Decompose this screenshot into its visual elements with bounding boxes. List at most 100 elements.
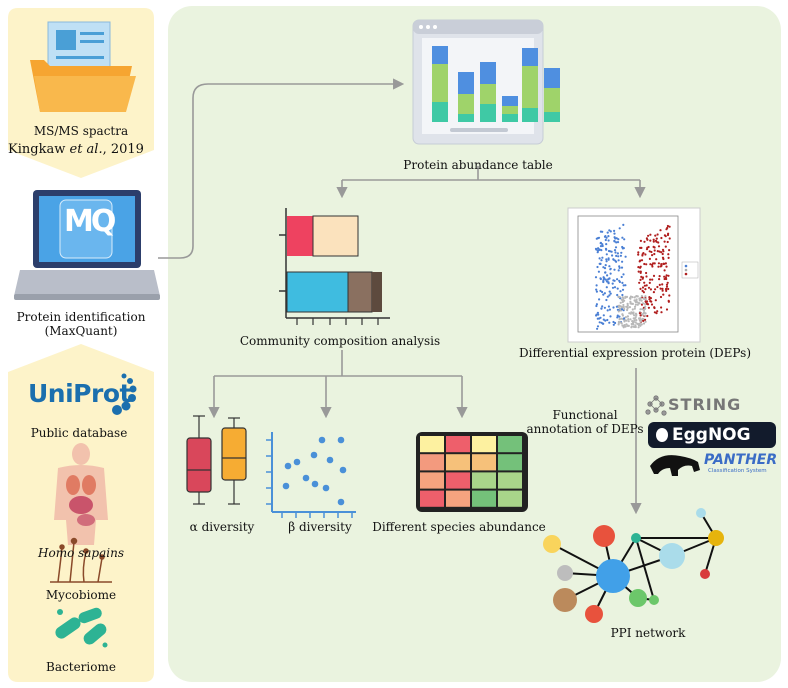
volcano-dot [637,270,640,273]
volcano-dot [634,324,637,327]
volcano-dot [661,287,664,290]
ppi-node [708,530,724,546]
volcano-dot [603,306,607,309]
volcano-dot [644,253,647,256]
volcano-dot [665,308,669,311]
volcano-dot [634,303,638,306]
volcano-dot [639,297,642,300]
volcano-dot [603,267,607,270]
volcano-dot [605,248,608,251]
volcano-dot [621,308,624,311]
heatmap-cell [498,436,522,453]
volcano-dot [607,305,611,308]
volcano-dot [636,303,639,306]
volcano-dot [657,262,661,265]
volcano-dot [667,287,670,291]
volcano-dot [612,258,615,261]
volcano-dot [607,258,610,261]
abund-bar-seg [480,104,496,122]
volcano-dot [629,295,633,298]
citation-author: Kingkaw [8,142,70,157]
volcano-dot [639,259,642,262]
volcano-dot [666,281,669,284]
heatmap-cell [472,472,496,489]
volcano-dot [635,313,638,316]
volcano-dot [645,275,648,278]
volcano-dot [612,279,615,282]
volcano-dot [603,277,606,280]
volcano-dot [665,265,668,268]
volcano-dot [617,269,620,272]
public-database-label: Public database [30,426,128,440]
volcano-dot [620,322,623,325]
volcano-dot [647,286,651,289]
volcano-dot [639,319,642,322]
volcano-dot [594,276,598,279]
volcano-dot [646,314,649,318]
volcano-dot [652,238,655,241]
volcano-dot [667,256,670,259]
volcano-dot [599,262,602,265]
volcano-dot [641,302,645,305]
ppi-node [557,565,573,581]
volcano-dot [654,288,657,291]
volcano-dot [633,296,636,299]
volcano-dot [597,313,600,316]
volcano-dot [634,316,637,319]
volcano-dot [606,295,609,298]
volcano-dot [616,314,619,317]
volcano-dot [667,274,670,277]
volcano-dot [623,307,626,311]
volcano-dot [618,307,622,310]
volcano-dot [599,289,602,292]
heatmap-cell [420,454,444,471]
heatmap-cell [498,490,522,507]
volcano-dot [601,243,604,246]
volcano-dot [641,253,644,256]
volcano-dot [645,263,648,266]
volcano-dot [663,275,666,278]
citation: Kingkaw et al., 2019 [8,143,144,157]
volcano-dot [630,311,633,314]
abund-bar-seg [522,108,538,122]
volcano-dot [639,287,642,290]
volcano-dot [617,238,620,241]
volcano-dot [618,295,621,299]
ppi-node [553,588,577,612]
volcano-dot [644,305,647,308]
volcano-dot [658,250,661,253]
ppi-node [696,508,706,518]
volcano-dot [658,278,661,281]
species-abundance-label: Different species abundance [372,520,546,534]
volcano-dot [646,246,649,249]
heatmap-cell [498,454,522,471]
volcano-dot [650,300,653,303]
volcano-dot [667,299,670,302]
volcano-dot [618,318,621,321]
volcano-dot [616,287,619,290]
abund-bar-seg [502,106,518,114]
abund-bar-seg [458,94,474,114]
volcano-dot [655,258,658,261]
abund-bar-seg [432,46,448,64]
volcano-dot [639,265,642,268]
beta-scatter [266,432,356,518]
volcano-dot [640,246,643,249]
functional-line2: annotation of DEPs [526,422,644,436]
volcano-dot [661,248,665,251]
volcano-dot [664,262,668,265]
volcano-dot [642,319,645,322]
volcano-dot [649,233,652,236]
volcano-dot [597,247,600,250]
volcano-dot [648,250,651,253]
msms-label: MS/MS spactra [33,124,129,138]
community-label: Community composition analysis [239,334,441,348]
volcano-dot [662,293,665,296]
volcano-dot [607,249,611,253]
arrow-laptop-to-table [158,78,405,259]
volcano-dot [608,321,611,324]
volcano-dot [609,315,612,318]
volcano-dot [602,279,605,283]
volcano-dot [599,277,602,280]
volcano-dot [596,325,600,328]
